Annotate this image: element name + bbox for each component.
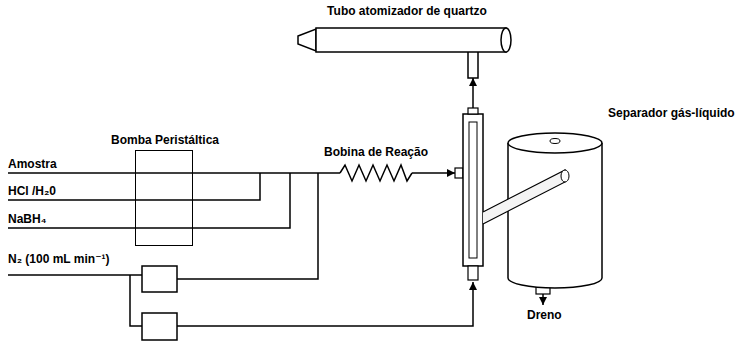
node-label: Tubo atomizador de quartzo bbox=[327, 4, 487, 18]
tube-connector bbox=[193, 172, 340, 174]
tube-connector bbox=[412, 172, 455, 174]
node-label: Bomba Peristáltica bbox=[111, 133, 219, 147]
line-label: Dreno bbox=[527, 308, 562, 322]
nitrogen-line bbox=[8, 274, 142, 276]
quartz-tube-drawing bbox=[298, 22, 516, 78]
separator-gas-line bbox=[177, 282, 473, 326]
drain-arrow bbox=[542, 294, 544, 305]
flow-controller bbox=[142, 313, 177, 340]
separator-drawing bbox=[455, 108, 605, 290]
node-label: Bobina de Reação bbox=[324, 145, 428, 159]
tube-connector bbox=[472, 78, 474, 108]
line-label: N₂ (100 mL min⁻¹) bbox=[8, 252, 109, 266]
gas-liquid-separator: Separador gás-líquido bbox=[455, 108, 605, 290]
carrier-gas-line bbox=[177, 173, 318, 279]
nitrogen-branch bbox=[130, 275, 142, 326]
reaction-coil: Bobina de Reação bbox=[340, 163, 412, 183]
line-label: NaBH₄ bbox=[8, 212, 46, 226]
acid-line bbox=[8, 173, 260, 200]
borohydride-line bbox=[8, 173, 290, 228]
flow-controller bbox=[142, 266, 177, 292]
coil-drawing bbox=[340, 163, 412, 183]
line-label: HCl /H₂0 bbox=[8, 184, 56, 198]
node-label: Separador gás-líquido bbox=[608, 106, 735, 120]
peristaltic-pump: Bomba Peristáltica bbox=[135, 150, 193, 246]
line-label: Amostra bbox=[8, 157, 57, 171]
sample-line bbox=[8, 172, 193, 174]
quartz-tube: Tubo atomizador de quartzo bbox=[298, 22, 516, 78]
